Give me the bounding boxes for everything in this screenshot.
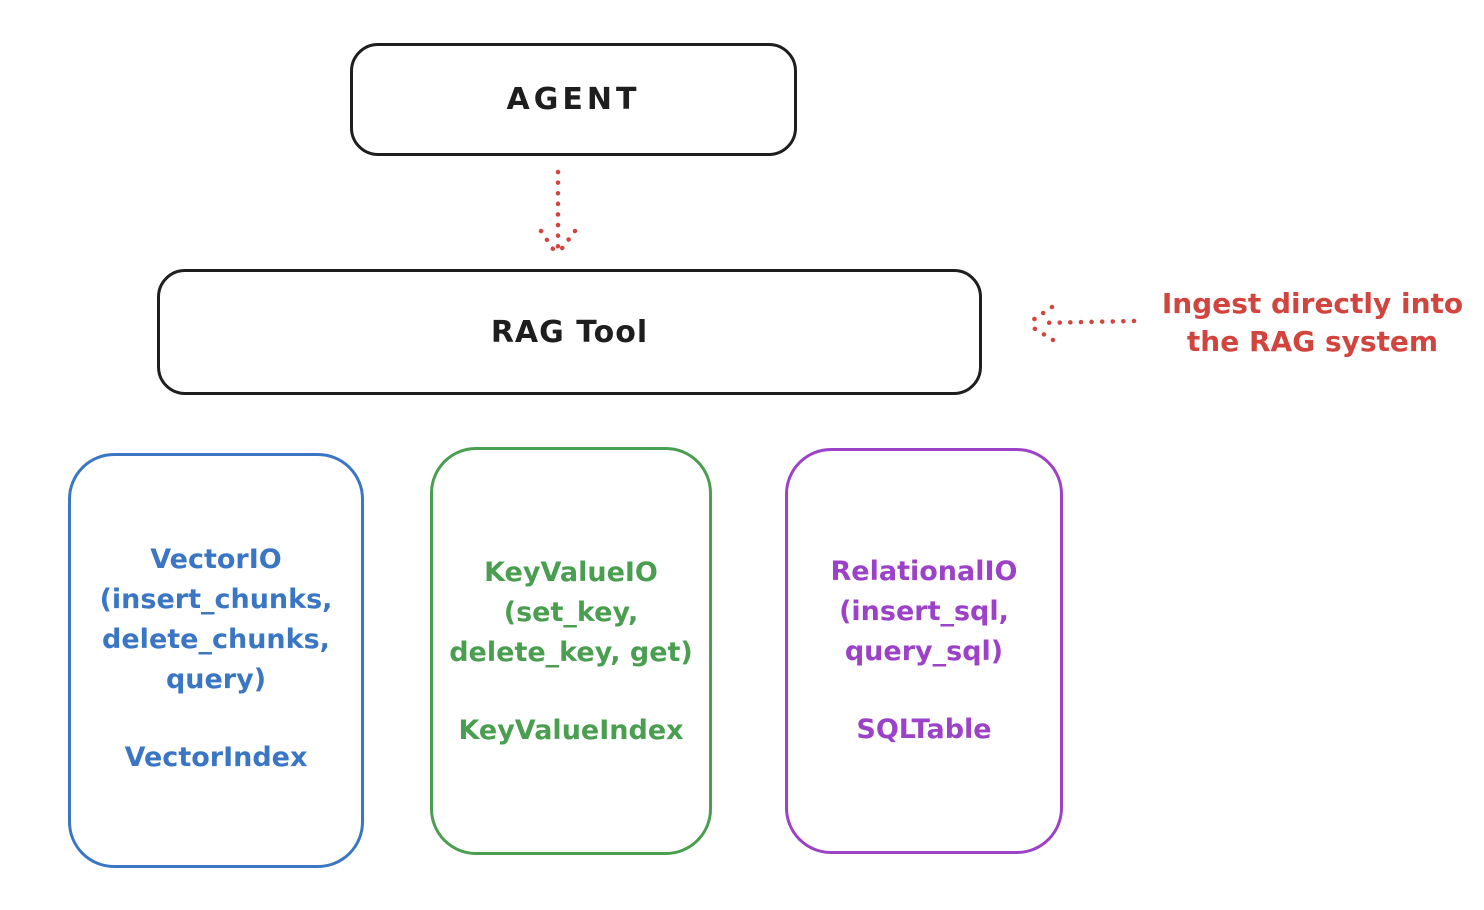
agent-to-rag-arrow-icon — [538, 169, 578, 258]
key-value-index-label: KeyValueIndex — [458, 715, 684, 746]
relational-io-line-1: RelationalIO — [830, 556, 1018, 587]
key-value-io-line-3: delete_key, get) — [449, 637, 693, 668]
key-value-io-line-2: (set_key, — [503, 597, 639, 628]
key-value-io-line-1: KeyValueIO — [484, 557, 658, 588]
vector-io-line-1: VectorIO — [150, 544, 282, 575]
sql-table-label: SQLTable — [856, 714, 992, 745]
vector-io-node: VectorIO (insert_chunks, delete_chunks, … — [68, 453, 364, 868]
relational-io-line-3: query_sql) — [844, 636, 1004, 667]
key-value-io-node: KeyValueIO (set_key, delete_key, get) Ke… — [430, 447, 712, 855]
rag-tool-node-label: RAG Tool — [490, 314, 649, 350]
ingest-annotation-line-1: Ingest directly into — [1161, 287, 1464, 320]
rag-tool-node: RAG Tool — [157, 269, 982, 395]
relational-io-node-body: RelationalIO (insert_sql, query_sql) — [831, 552, 1018, 672]
agent-node-label: AGENT — [506, 82, 641, 117]
vector-index-label: VectorIndex — [124, 742, 308, 773]
ingest-annotation-line-2: the RAG system — [1186, 325, 1439, 358]
vector-io-line-3: delete_chunks, — [102, 624, 330, 655]
vector-io-node-body: VectorIO (insert_chunks, delete_chunks, … — [100, 540, 333, 700]
key-value-io-node-body: KeyValueIO (set_key, delete_key, get) — [449, 553, 693, 673]
vector-io-line-2: (insert_chunks, — [99, 584, 333, 615]
ingest-annotation: Ingest directly into the RAG system — [1140, 285, 1484, 361]
relational-io-node: RelationalIO (insert_sql, query_sql) SQL… — [785, 448, 1063, 854]
vector-io-line-4: query) — [165, 664, 267, 695]
relational-io-line-2: (insert_sql, — [839, 596, 1009, 627]
agent-node: AGENT — [350, 43, 797, 156]
ingest-to-rag-arrow-icon — [1024, 304, 1137, 343]
